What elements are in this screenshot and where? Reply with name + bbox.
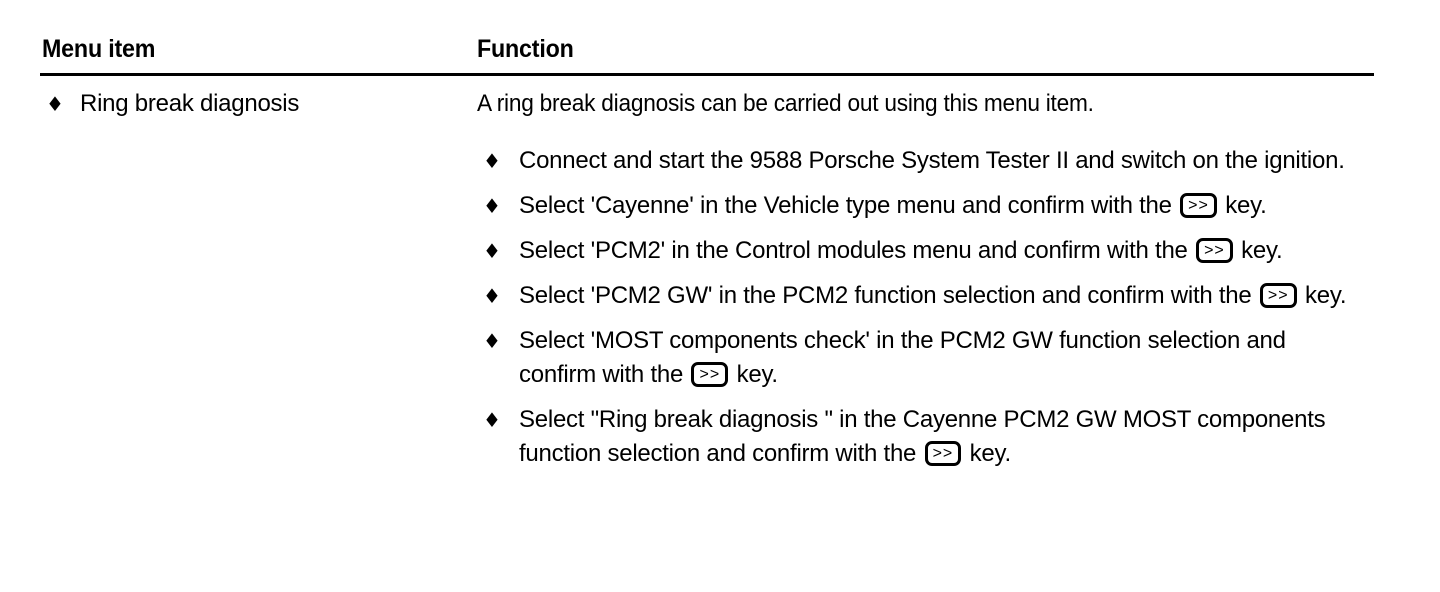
table-header-row: Menu item Function (0, 34, 1440, 70)
step-text-after-key: key. (963, 440, 1011, 467)
forward-key-icon: >> (924, 441, 962, 466)
function-intro-text: A ring break diagnosis can be carried ou… (477, 90, 1094, 117)
step-text: Select "Ring break diagnosis " in the Ca… (519, 406, 1326, 467)
step-text-before-key: Select 'MOST components check' in the PC… (519, 327, 1286, 388)
forward-key-icon: >> (1196, 238, 1233, 263)
step-text-before-key: Connect and start the 9588 Porsche Syste… (519, 147, 1345, 174)
step-text: Select 'MOST components check' in the PC… (519, 327, 1286, 388)
column-header-menu-item: Menu item (42, 35, 156, 63)
step-text-before-key: Select 'PCM2' in the Control modules men… (519, 237, 1195, 264)
step-text-before-key: Select 'Cayenne' in the Vehicle type men… (519, 192, 1179, 219)
bullet-diamond-icon: ♦ (46, 92, 64, 116)
bullet-diamond-icon: ♦ (483, 149, 501, 173)
step-text-after-key: key. (1298, 282, 1347, 309)
forward-key-icon: >> (691, 362, 729, 387)
list-item: ♦ Select 'PCM2' in the Control modules m… (477, 234, 1367, 268)
list-item: ♦ Select 'MOST components check' in the … (477, 324, 1367, 392)
bullet-diamond-icon: ♦ (483, 239, 501, 263)
function-column: A ring break diagnosis can be carried ou… (477, 88, 1367, 471)
step-text: Select 'PCM2 GW' in the PCM2 function se… (519, 282, 1346, 309)
forward-key-icon: >> (1180, 193, 1217, 218)
list-item: ♦ Select 'Cayenne' in the Vehicle type m… (477, 189, 1367, 223)
bullet-diamond-icon: ♦ (483, 408, 501, 432)
step-text-before-key: Select 'PCM2 GW' in the PCM2 function se… (519, 282, 1258, 309)
menu-item-label: Ring break diagnosis (80, 90, 300, 117)
list-item: ♦ Ring break diagnosis (40, 88, 460, 120)
step-text-after-key: key. (1218, 192, 1267, 219)
menu-item-column: ♦ Ring break diagnosis (40, 88, 460, 120)
header-divider-rule (40, 73, 1374, 76)
step-text-after-key: key. (730, 361, 778, 388)
bullet-diamond-icon: ♦ (483, 284, 501, 308)
bullet-diamond-icon: ♦ (483, 329, 501, 353)
step-text-after-key: key. (1234, 237, 1283, 264)
step-text: Select 'PCM2' in the Control modules men… (519, 237, 1283, 264)
step-text: Select 'Cayenne' in the Vehicle type men… (519, 192, 1267, 219)
step-text: Connect and start the 9588 Porsche Syste… (519, 147, 1345, 174)
list-item: ♦ Select 'PCM2 GW' in the PCM2 function … (477, 279, 1367, 313)
column-header-function: Function (477, 35, 574, 63)
step-text-before-key: Select "Ring break diagnosis " in the Ca… (519, 406, 1326, 467)
bullet-diamond-icon: ♦ (483, 194, 501, 218)
list-item: ♦ Connect and start the 9588 Porsche Sys… (477, 144, 1367, 178)
list-item: ♦ Select "Ring break diagnosis " in the … (477, 403, 1367, 471)
forward-key-icon: >> (1259, 283, 1297, 308)
